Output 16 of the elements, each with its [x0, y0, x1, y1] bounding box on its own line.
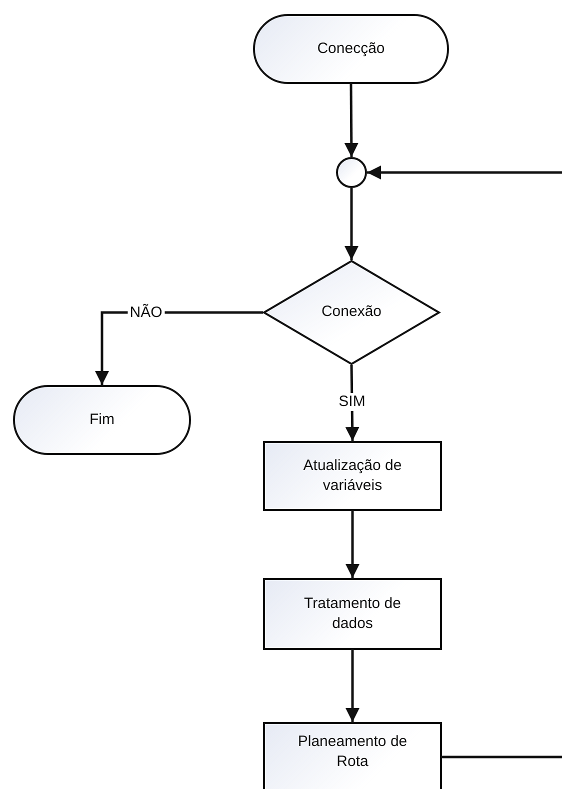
process-box: [263, 578, 442, 650]
arrow: [344, 84, 358, 157]
node-label: Atualização de variáveis: [302, 456, 403, 496]
arrow: [346, 650, 360, 722]
decision-diamond: [263, 260, 440, 365]
arrow: [346, 511, 360, 578]
node-label: Conexão: [320, 302, 383, 322]
connector-circle: [336, 157, 367, 188]
node-label: Planeamento de Rota: [296, 732, 408, 772]
process-box: [263, 441, 442, 511]
node-label: Tratamento de dados: [303, 594, 402, 634]
node-label: Conecção: [316, 38, 386, 59]
arrow: [367, 166, 562, 180]
arrow: [344, 188, 358, 260]
edge-label: SIM: [336, 393, 368, 411]
node-label: Fim: [88, 410, 116, 430]
